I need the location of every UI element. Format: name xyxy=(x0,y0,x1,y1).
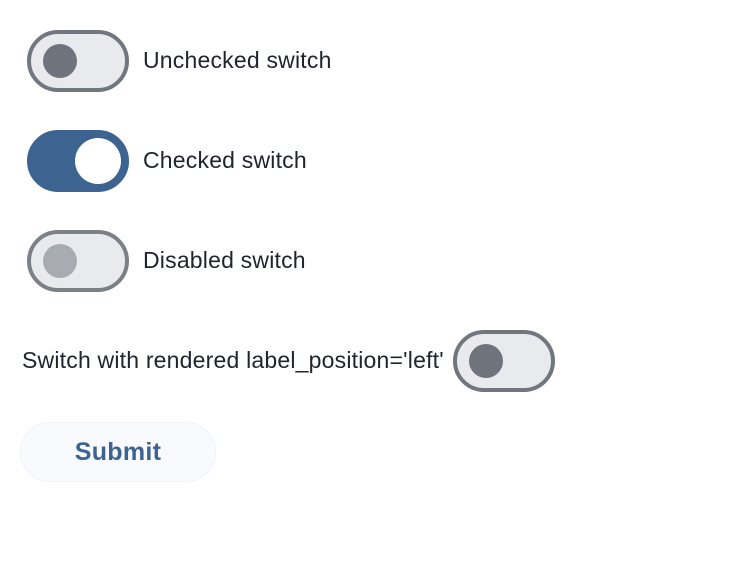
switch-knob xyxy=(468,344,503,378)
checked-switch-toggle[interactable] xyxy=(27,130,129,192)
label-left-switch-toggle[interactable] xyxy=(452,330,555,392)
unchecked-switch-toggle[interactable] xyxy=(27,30,129,92)
switch-knob xyxy=(75,138,121,184)
switch-row-checked: Checked switch xyxy=(27,130,307,192)
switch-knob xyxy=(43,44,77,78)
switch-row-label-left: Switch with rendered label_position='lef… xyxy=(22,330,555,392)
submit-button[interactable]: Submit xyxy=(20,422,216,482)
disabled-switch-toggle xyxy=(27,230,129,292)
label-left-switch-label: Switch with rendered label_position='lef… xyxy=(22,347,444,374)
disabled-switch-label: Disabled switch xyxy=(143,247,306,274)
switch-row-disabled: Disabled switch xyxy=(27,230,306,292)
checked-switch-label: Checked switch xyxy=(143,147,307,174)
switch-knob xyxy=(43,244,77,278)
switch-row-unchecked: Unchecked switch xyxy=(27,30,332,92)
unchecked-switch-label: Unchecked switch xyxy=(143,47,332,74)
